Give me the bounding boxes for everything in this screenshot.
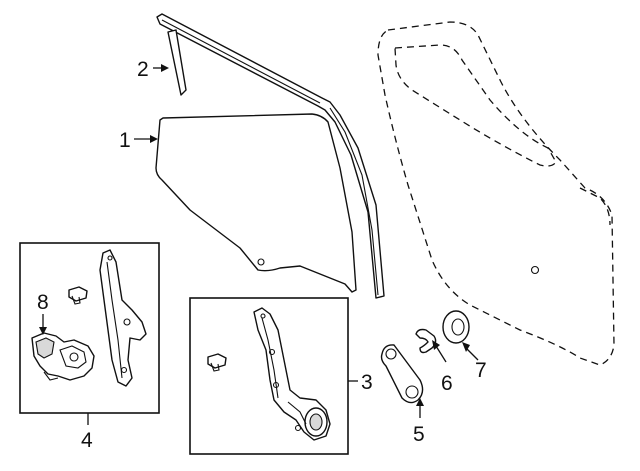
- regulator-assembly-box: 3: [189, 297, 373, 455]
- glass-hole: [257, 258, 265, 266]
- callout-7: 7: [462, 342, 487, 382]
- door-outline: [377, 21, 615, 366]
- callout-label-5: 5: [413, 423, 425, 446]
- callout-label-1: 1: [119, 129, 131, 152]
- callout-label-7: 7: [475, 359, 487, 382]
- glass: [155, 113, 357, 293]
- handle: [380, 344, 424, 404]
- callout-5: 5: [413, 398, 425, 446]
- regulator-motor-box: 4 8: [19, 242, 160, 452]
- callout-label-2: 2: [137, 58, 149, 81]
- bolt-small-2: [207, 353, 227, 372]
- door-hole: [530, 265, 540, 275]
- callout-1: 1: [119, 129, 158, 152]
- callout-label-8: 8: [37, 291, 49, 314]
- callout-label-6: 6: [441, 372, 453, 395]
- callout-6: 6: [432, 340, 453, 395]
- motor: [31, 332, 95, 381]
- callout-label-4: 4: [81, 429, 93, 452]
- callout-2: 2: [137, 58, 169, 81]
- bolt-small-1: [68, 286, 88, 305]
- glass-run-channel: [156, 13, 385, 299]
- seal: [442, 310, 470, 344]
- callout-label-3: 3: [361, 371, 373, 394]
- clip: [415, 328, 437, 354]
